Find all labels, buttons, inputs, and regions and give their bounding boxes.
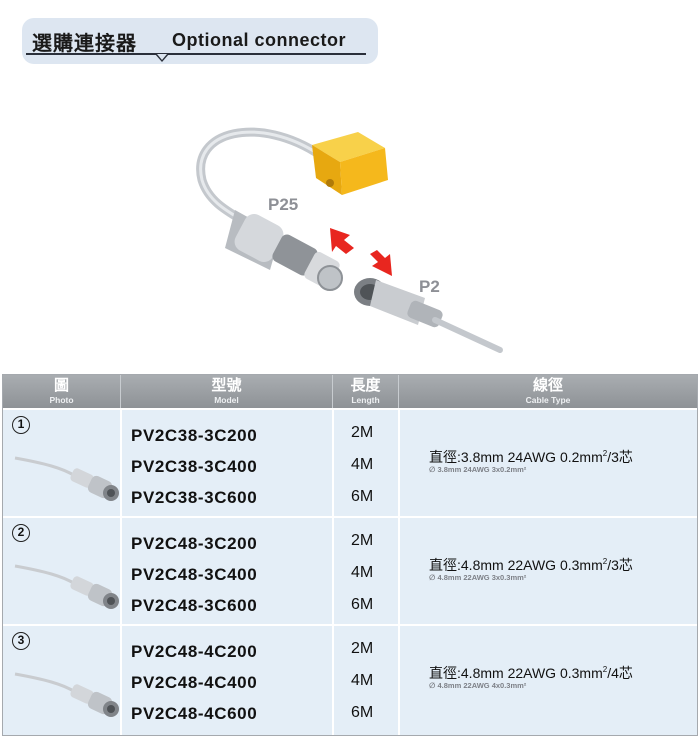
model-code: PV2C38-3C200 [131, 426, 258, 445]
connector-thumbnail [14, 456, 119, 501]
title-underline [26, 53, 366, 55]
model-code: PV2C48-3C400 [131, 565, 258, 584]
model-code: PV2C38-3C400 [131, 457, 258, 476]
label-p25: P25 [268, 195, 299, 214]
section-title-tag: 選購連接器 Optional connector [22, 18, 378, 64]
length-value: 2M [351, 532, 374, 549]
section-title-zh: 選購連接器 [32, 33, 137, 55]
model-code: PV2C48-4C200 [131, 642, 258, 661]
arrow-left-icon [370, 250, 392, 276]
cable-spec-sub: ∅ 4.8mm 22AWG 3x0.3mm² [429, 573, 527, 582]
length-value: 4M [351, 456, 374, 473]
header-model: 型號 Model [121, 375, 333, 408]
p2-connector [354, 278, 503, 353]
model-code: PV2C48-3C600 [131, 596, 258, 615]
length-value: 6M [351, 488, 374, 505]
table-header: 圖 Photo 型號 Model 長度 Length 線徑 Cable Type [3, 375, 697, 408]
connector-illustration [196, 95, 503, 353]
length-value: 4M [351, 672, 374, 689]
p25-connector [225, 210, 343, 291]
length-value: 6M [351, 704, 374, 721]
yellow-sensor [312, 95, 388, 195]
arrow-right-icon [330, 228, 354, 254]
table-row: 2 PV2C48-3C200 PV2C48-3C400 PV2C48-3C600… [3, 516, 697, 624]
header-length: 長度 Length [333, 375, 399, 408]
connector-spec-table: 圖 Photo 型號 Model 長度 Length 線徑 Cable Type… [2, 374, 698, 736]
model-code: PV2C38-3C600 [131, 488, 258, 507]
model-code: PV2C48-3C200 [131, 534, 258, 553]
cable-spec: 直徑:4.8mm 22AWG 0.3mm2/3芯 [429, 557, 633, 573]
row-number-badge: 1 [12, 416, 30, 434]
cable-spec: 直徑:4.8mm 22AWG 0.3mm2/4芯 [429, 665, 633, 681]
model-code: PV2C48-4C600 [131, 704, 258, 723]
table-row: 3 PV2C48-4C200 PV2C48-4C400 PV2C48-4C600… [3, 624, 697, 735]
table-row: 1 PV2C38-3C200 PV2C38-3C400 PV2C38-3C600… [3, 408, 697, 516]
header-photo: 圖 Photo [3, 375, 121, 408]
length-value: 2M [351, 424, 374, 441]
section-title-en: Optional connector [172, 30, 347, 50]
connector-product-photo [180, 95, 520, 360]
cable-spec-sub: ∅ 4.8mm 22AWG 4x0.3mm² [429, 681, 527, 690]
connector-thumbnail [14, 564, 119, 609]
header-cable-type: 線徑 Cable Type [525, 377, 571, 405]
label-p2: P2 [419, 277, 440, 296]
connector-thumbnail [14, 672, 119, 717]
length-value: 6M [351, 596, 374, 613]
cable-spec: 直徑:3.8mm 24AWG 0.2mm2/3芯 [429, 449, 633, 465]
cable-spec-sub: ∅ 3.8mm 24AWG 3x0.2mm² [429, 465, 527, 474]
row-number-badge: 3 [12, 632, 30, 650]
row-number-badge: 2 [12, 524, 30, 542]
length-value: 4M [351, 564, 374, 581]
length-value: 2M [351, 640, 374, 657]
model-code: PV2C48-4C400 [131, 673, 258, 692]
